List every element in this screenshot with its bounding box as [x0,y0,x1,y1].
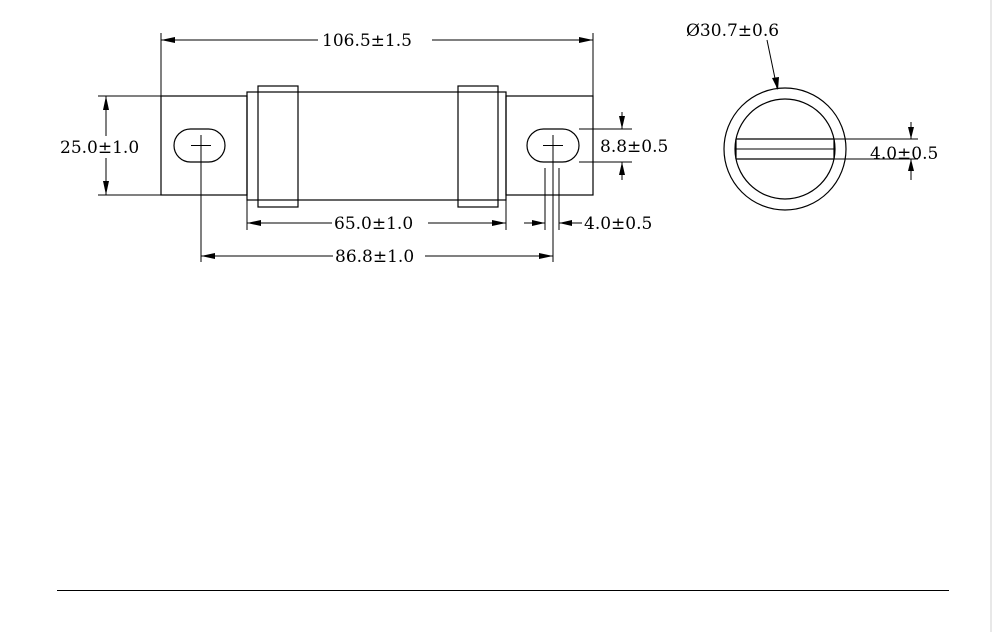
dimension-slot-width: 8.8±0.5 [579,112,668,180]
dim-body-length-text: 65.0±1.0 [334,214,413,234]
dimension-hole-pitch: 86.8±1.0 [200,156,554,267]
dim-tab-thickness-text: 4.0±0.5 [584,214,652,234]
right-end-cap [457,85,499,208]
dimension-body-length: 65.0±1.0 [246,200,507,234]
side-view [160,85,594,208]
dimension-end-slot: 4.0±0.5 [834,122,938,180]
dim-diameter-text: Ø30.7±0.6 [686,21,779,41]
page-edge [990,0,992,632]
dim-end-slot-text: 4.0±0.5 [870,144,938,164]
dimension-diameter: Ø30.7±0.6 [686,21,779,90]
dimension-overall-length: 106.5±1.5 [160,31,594,96]
end-view-inner-circle [734,98,836,200]
dimension-height: 25.0±1.0 [58,95,161,196]
end-view-outer-circle [723,87,847,211]
dim-hole-pitch-text: 86.8±1.0 [335,247,414,267]
left-mounting-slot [173,128,226,163]
fuse-body [246,91,507,201]
end-view [723,87,847,211]
dim-slot-width-text: 8.8±0.5 [600,137,668,157]
dimension-tab-thickness: 4.0±0.5 [524,168,652,234]
left-end-cap [257,85,299,208]
dim-height-text: 25.0±1.0 [60,138,139,158]
dim-overall-length-text: 106.5±1.5 [322,31,412,51]
bottom-rule [57,590,949,591]
